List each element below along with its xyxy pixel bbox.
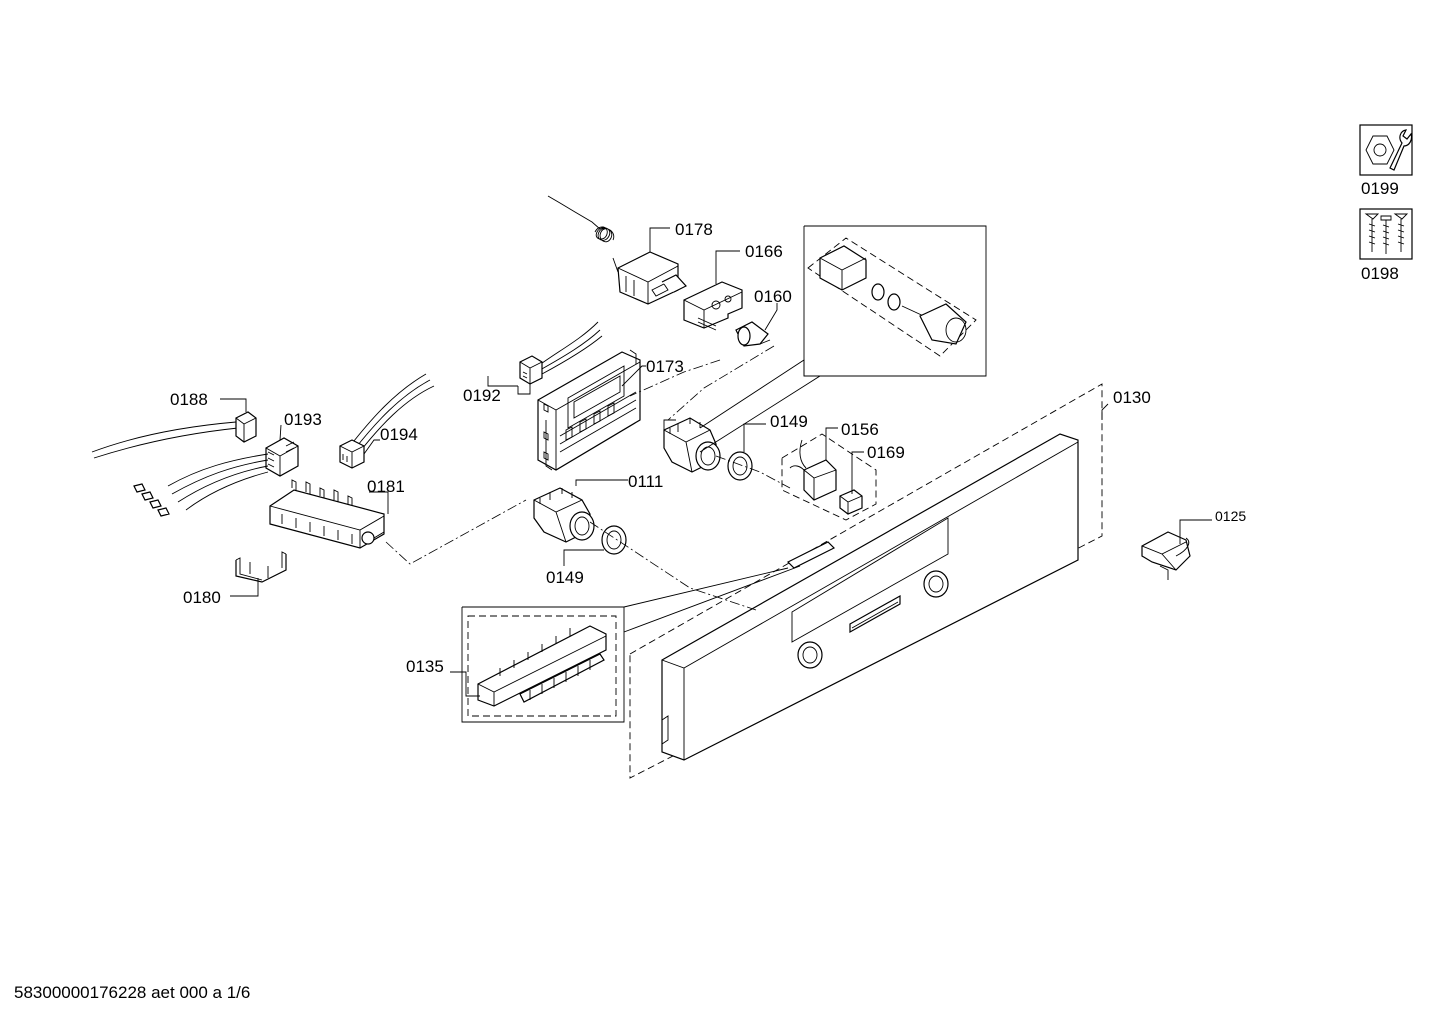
label-0111: 0111 [628,472,663,491]
label-0169: 0169 [867,443,905,462]
screws-icon [1359,208,1413,260]
service-tool-icon [1359,124,1413,176]
switch-block-part [269,479,385,549]
label-0192: 0192 [463,386,501,405]
label-0181: 0181 [367,477,405,496]
label-0160: 0160 [754,287,792,306]
terminal-block-part [133,437,299,517]
switch-detail-box [803,225,987,377]
electronic-module-part [537,349,641,471]
label-0193: 0193 [284,410,322,429]
lamp-part [735,321,771,347]
label-0149-lower: 0149 [546,568,584,587]
rotary-switch-lower-part [533,487,595,543]
rotary-switch-upper-part [663,417,721,473]
label-0194: 0194 [380,425,418,444]
label-0156: 0156 [841,420,879,439]
control-panel-part [629,383,1103,779]
label-0178: 0178 [675,220,713,239]
cable-connector-part [519,321,603,385]
label-0149-upper: 0149 [770,412,808,431]
thermostat-part [547,195,687,305]
button-bar-detail [461,606,625,723]
label-0198: 0198 [1361,264,1399,283]
label-0166: 0166 [745,242,783,261]
ring-upper-part [727,451,753,481]
holder-part [1141,531,1191,580]
label-0188: 0188 [170,390,208,409]
connector-0188-part [91,411,257,459]
label-0135: 0135 [406,657,444,676]
label-0180: 0180 [183,588,221,607]
ring-lower-part [601,525,627,555]
cable-connector-0194-part [339,373,435,469]
document-footer-id: 58300000176228 aet 000 a 1/6 [14,983,251,1002]
bracket-part [683,281,743,331]
label-0130: 0130 [1113,388,1151,407]
clip-part [235,551,287,583]
label-0199: 0199 [1361,179,1399,198]
label-0173: 0173 [646,357,684,376]
sensor-board-detail [781,433,877,521]
label-0125: 0125 [1215,508,1246,524]
